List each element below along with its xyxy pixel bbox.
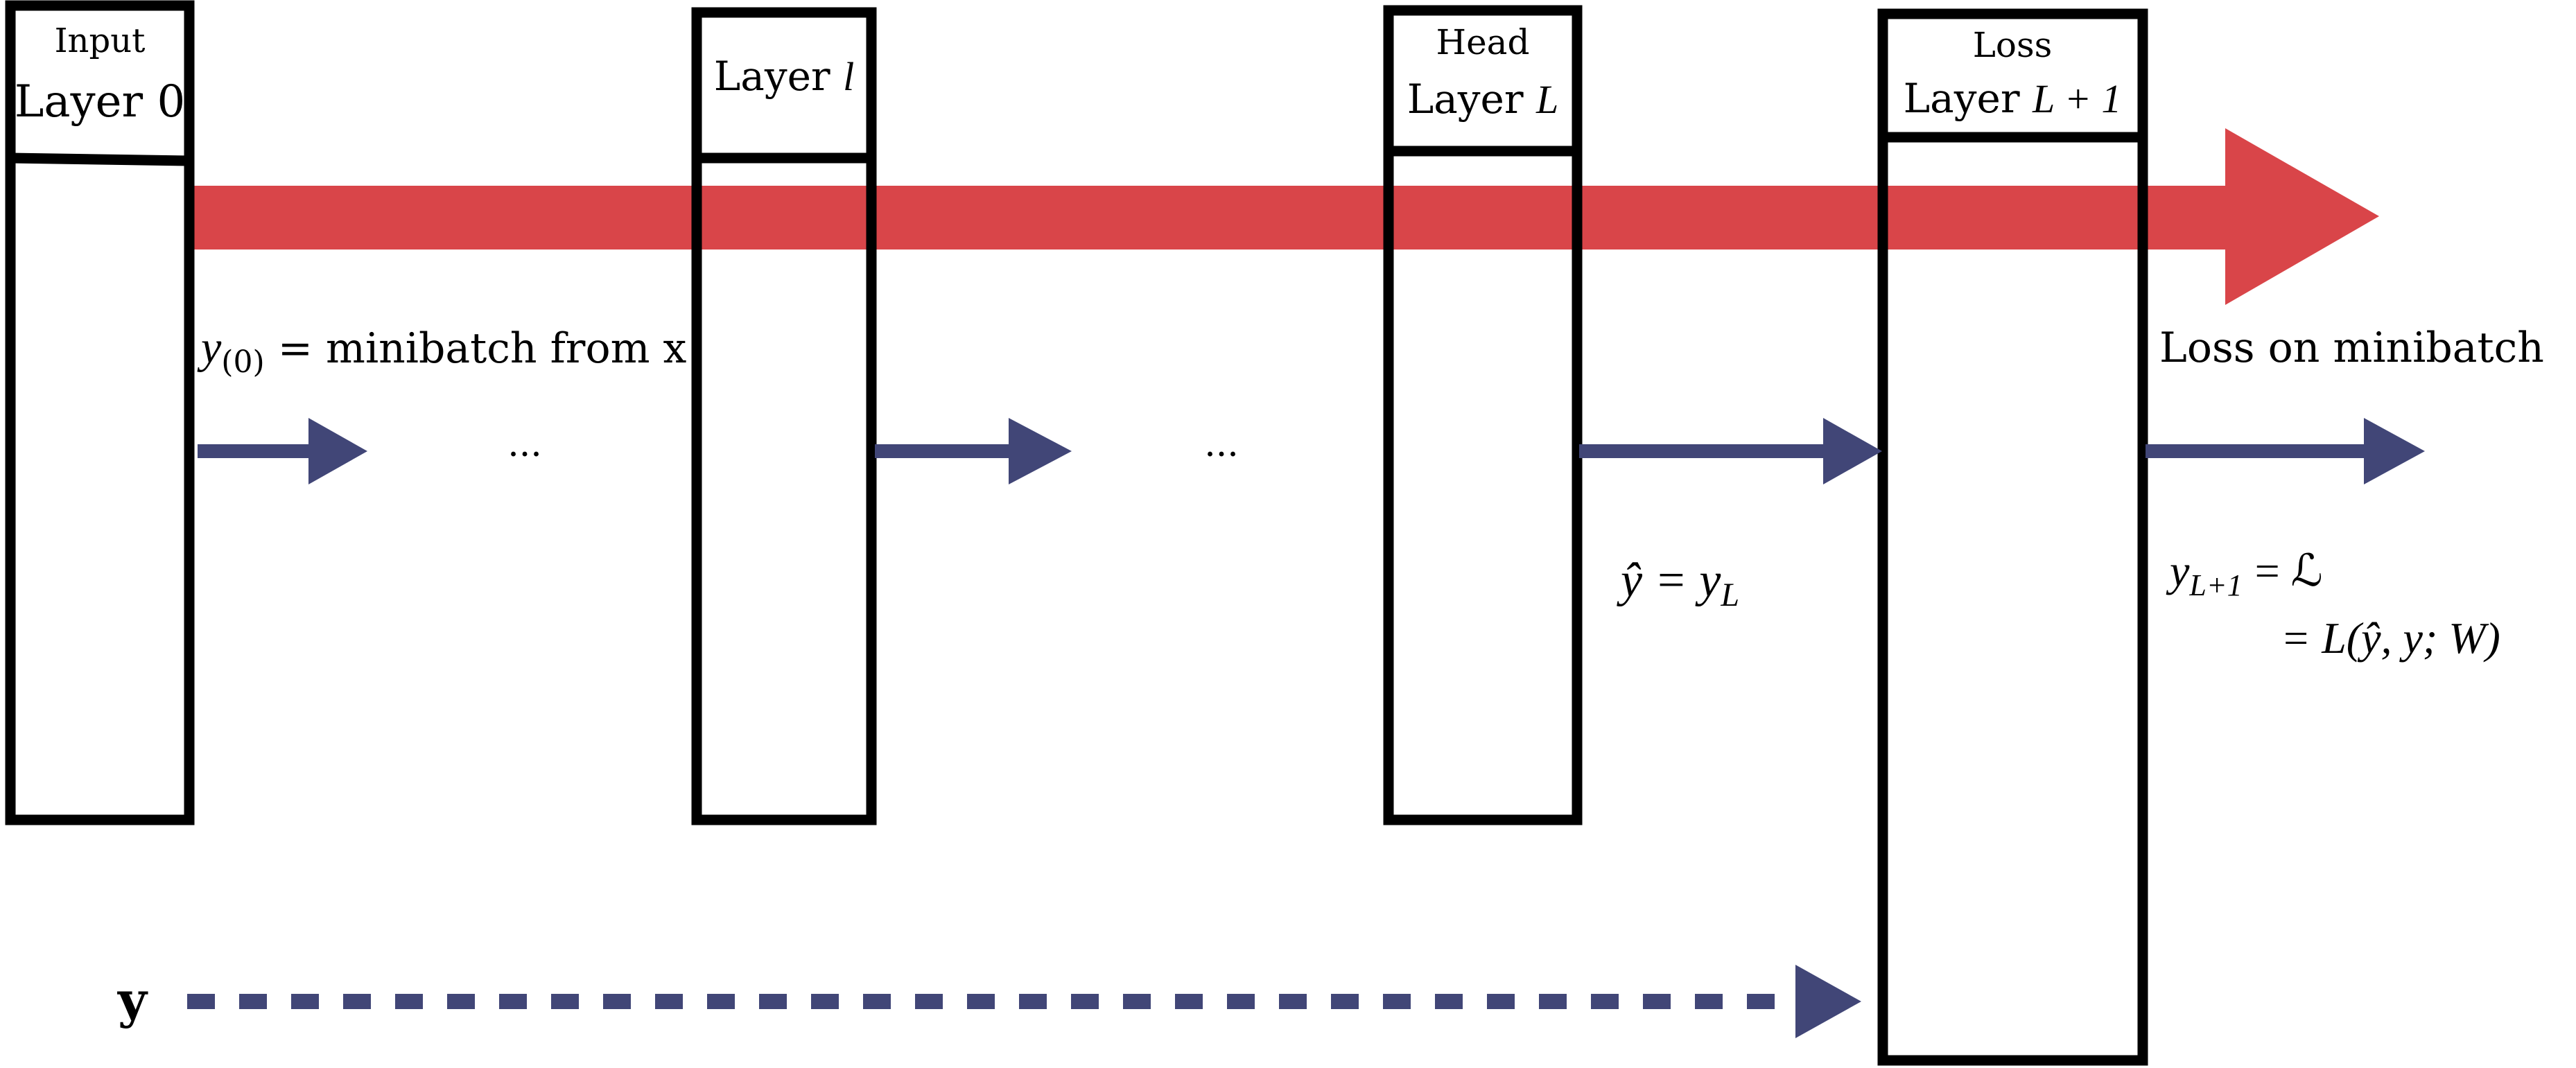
layer-L-label: Layer L xyxy=(1407,76,1559,123)
data-arrow-4 xyxy=(2146,418,2425,484)
forward-pass-arrow xyxy=(187,128,2379,305)
layer-L-top-label: Head xyxy=(1436,22,1529,62)
layer-loss-box xyxy=(1877,8,2148,1066)
loss-equation-line-2: = L(ŷ, y; W) xyxy=(2281,613,2500,663)
input-annotation: y(0) = minibatch from x xyxy=(197,322,687,380)
data-arrow-1 xyxy=(198,418,367,484)
layer-0-top-label: Input xyxy=(55,21,146,60)
layer-0-box xyxy=(5,0,195,825)
target-label: y xyxy=(117,970,148,1029)
yhat-annotation: ŷ = yL xyxy=(1617,554,1739,613)
layer-0-label: Layer 0 xyxy=(15,76,185,128)
ellipsis-1: ... xyxy=(507,423,542,465)
loss-title: Loss on minibatch xyxy=(2159,324,2544,372)
loss-equation-line-1: yL+1= ℒ xyxy=(2166,546,2323,602)
layer-l-box xyxy=(691,7,877,825)
data-arrow-2 xyxy=(875,418,1072,484)
ellipsis-2: ... xyxy=(1204,423,1239,465)
target-dashed-arrow xyxy=(187,965,1861,1038)
data-arrow-3 xyxy=(1579,418,1882,484)
layer-loss-label: Layer L + 1 xyxy=(1904,75,2122,122)
layer-loss-top-label: Loss xyxy=(1973,25,2053,65)
layer-L-box xyxy=(1383,5,1583,825)
layer-l-label: Layer l xyxy=(714,53,854,100)
